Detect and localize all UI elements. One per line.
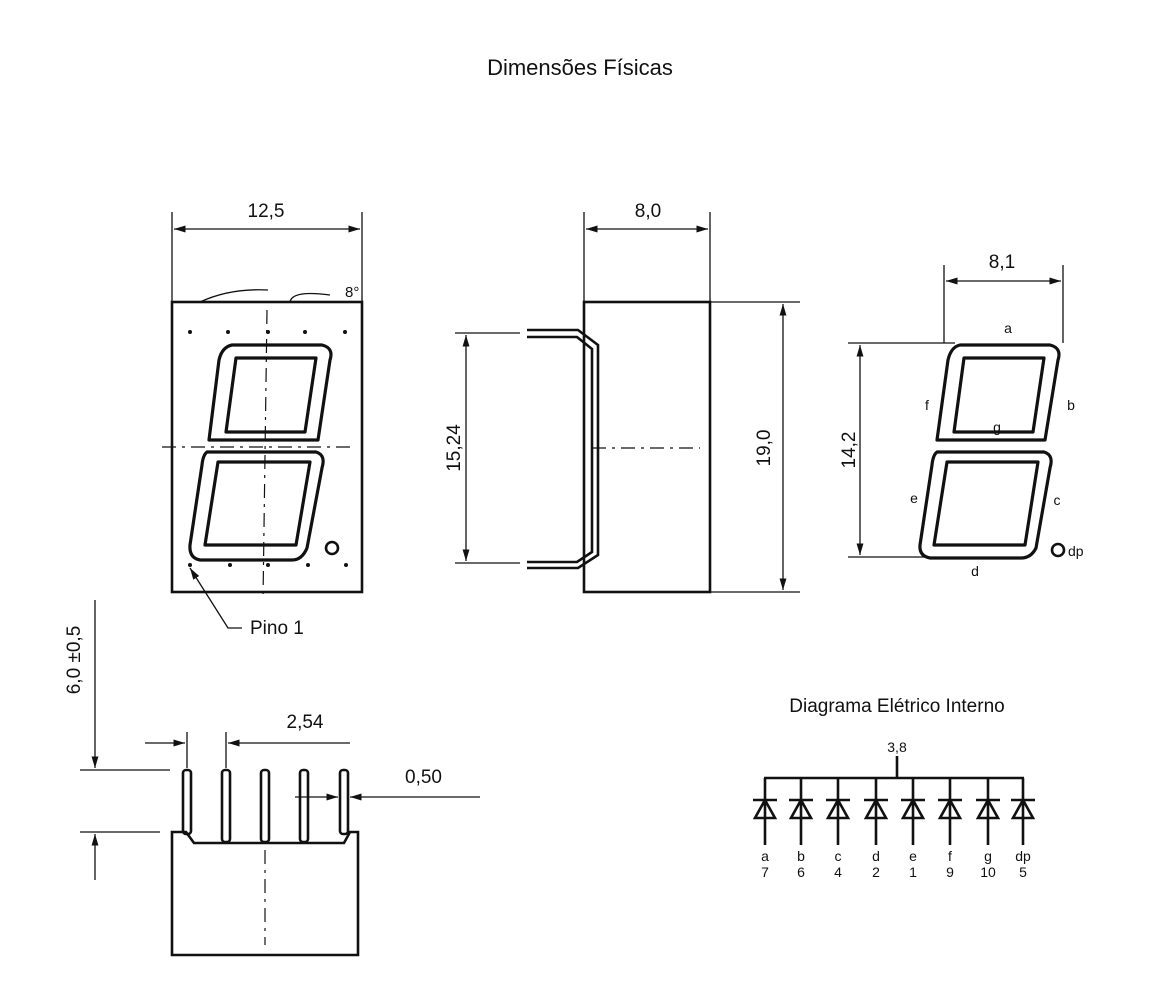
decimal-point	[324, 540, 340, 556]
diode-symbol-icon	[975, 778, 1001, 845]
segment-width-label: 8,1	[989, 252, 1015, 273]
pin1-leader	[189, 567, 242, 629]
pin-width-label: 0,50	[405, 767, 442, 788]
diode-segment-label: d	[872, 848, 880, 864]
diode-c: c4	[825, 778, 851, 880]
electrical-diagram: Diagrama Elétrico Interno 3,8 a7b6c4d2e1…	[752, 696, 1036, 880]
diode-symbol-icon	[1010, 778, 1036, 845]
display-body-bottom	[170, 830, 360, 957]
diode-segment-label: dp	[1015, 848, 1031, 864]
pin-spacing-label: 15,24	[444, 424, 465, 472]
diode-segment-label: e	[909, 848, 917, 864]
angle-arc	[199, 289, 331, 303]
diode-dp: dp5	[1010, 778, 1036, 880]
segment-label-g: g	[993, 419, 1001, 435]
pitch-label: 2,54	[287, 712, 324, 733]
diode-symbol-icon	[752, 778, 778, 845]
pins	[181, 768, 350, 844]
segment-height-label: 14,2	[839, 432, 860, 469]
diode-segment-label: f	[948, 848, 952, 864]
diode-segment-label: g	[984, 848, 992, 864]
segment-digit	[918, 343, 1066, 560]
front-view: 12,5 8° Pino 1	[162, 201, 364, 639]
diode-pin-label: 5	[1019, 864, 1027, 880]
segment-label-a: a	[1004, 320, 1012, 336]
display-body-side	[582, 300, 712, 594]
diode-symbol-icon	[900, 778, 926, 845]
width-dimension-label: 12,5	[248, 201, 285, 222]
pin-length-label: 6,0 ±0,5	[64, 626, 85, 695]
diode-pin-label: 9	[946, 864, 954, 880]
diode-d: d2	[863, 778, 889, 880]
diode-b: b6	[788, 778, 814, 880]
diode-pin-label: 2	[872, 864, 880, 880]
pin1-label: Pino 1	[250, 618, 304, 639]
segment-view: 8,1 14,2 a b c d e f g dp	[839, 252, 1084, 579]
angle-label: 8°	[345, 284, 359, 301]
segment-label-b: b	[1067, 397, 1075, 413]
segment-label-dp: dp	[1068, 543, 1084, 559]
side-pins	[527, 328, 600, 570]
diode-symbol-icon	[937, 778, 963, 845]
diode-segment-label: c	[835, 848, 842, 864]
diode-pin-label: 10	[980, 864, 996, 880]
diode-f: f9	[937, 778, 963, 880]
height-dimension-label: 19,0	[754, 430, 775, 467]
diode-segment-label: a	[761, 848, 769, 864]
diode-g: g10	[975, 778, 1001, 880]
diode-e: e1	[900, 778, 926, 880]
pin-view: 6,0 ±0,5 2,54 0,50	[64, 600, 480, 957]
depth-dimension-label: 8,0	[635, 201, 661, 222]
electrical-title: Diagrama Elétrico Interno	[789, 696, 1004, 717]
diode-pin-label: 7	[761, 864, 769, 880]
diode-segment-label: b	[797, 848, 805, 864]
diode-pin-label: 6	[797, 864, 805, 880]
segment-label-c: c	[1054, 492, 1061, 508]
diode-pin-label: 1	[909, 864, 917, 880]
diode-symbol-icon	[863, 778, 889, 845]
common-pins-label: 3,8	[887, 739, 907, 755]
segment-label-e: e	[910, 490, 918, 506]
diode-symbol-icon	[825, 778, 851, 845]
side-view: 8,0 15,24 19,0	[444, 201, 800, 594]
pin-markers	[188, 330, 348, 567]
diode-a: a7	[752, 778, 778, 880]
diode-pin-label: 4	[834, 864, 842, 880]
segment-label-d: d	[971, 563, 979, 579]
front-digit	[188, 343, 340, 562]
segment-label-f: f	[925, 397, 929, 413]
diode-symbol-icon	[788, 778, 814, 845]
page-title: Dimensões Físicas	[487, 55, 673, 80]
